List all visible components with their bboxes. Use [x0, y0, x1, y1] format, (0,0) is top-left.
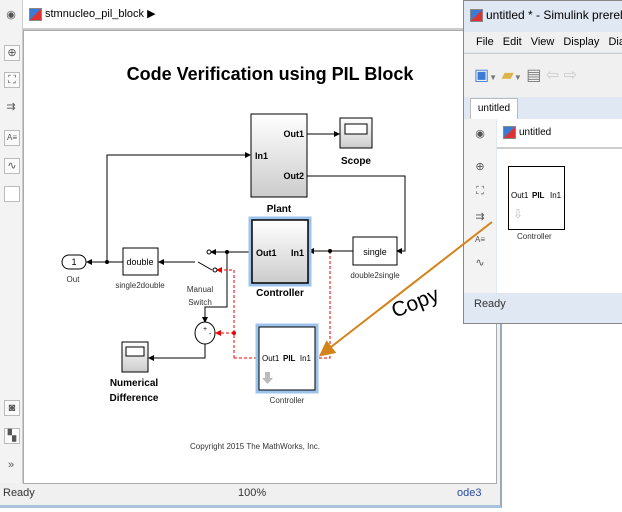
svg-text:Out: Out	[67, 275, 81, 284]
svg-text:+: +	[203, 326, 207, 333]
pil-label: PIL	[532, 191, 545, 200]
back-icon[interactable]: ⇦	[545, 67, 560, 84]
svg-text:In1: In1	[291, 248, 304, 258]
single2double-block[interactable]: double single2double	[115, 247, 165, 290]
breadcrumb[interactable]: stmnucleo_pil_block ▶	[23, 0, 500, 30]
left-toolbar-2: ◉ ⊕ ⛶ ⇉ A≡ ∿	[464, 119, 496, 293]
manual-switch-block[interactable]: Manual Switch	[187, 285, 213, 307]
zoom-icon[interactable]: ⊕	[475, 161, 485, 173]
svg-text:Scope: Scope	[341, 156, 371, 167]
controller-block[interactable]: Out1 In1 Controller	[248, 216, 312, 299]
svg-text:Plant: Plant	[267, 204, 292, 215]
route-lines-icon[interactable]: ⇉	[6, 101, 16, 113]
toolbar: ▣▼ ▰▼ ▤ ⇦ ⇨	[464, 53, 622, 97]
title-bar[interactable]: untitled * - Simulink prerelease u	[464, 1, 622, 31]
scope-block[interactable]: Scope	[339, 117, 373, 167]
svg-text:In1: In1	[300, 354, 312, 363]
solver[interactable]: ode3	[457, 487, 482, 499]
diagram-title: Code Verification using PIL Block	[127, 64, 415, 84]
out-port-block[interactable]: 1 Out	[61, 254, 87, 284]
area-icon[interactable]	[4, 186, 20, 202]
chevron-right-icon[interactable]: ▶	[147, 8, 156, 20]
svg-text:single: single	[363, 247, 387, 257]
model-icon	[29, 7, 42, 21]
status-text-2: Ready	[474, 298, 506, 310]
svg-text:Difference: Difference	[110, 393, 159, 404]
svg-text:Controller: Controller	[256, 288, 304, 299]
numerical-difference-scope[interactable]: Numerical Difference	[110, 341, 159, 404]
open-folder-icon[interactable]: ▰	[501, 67, 514, 84]
camera-icon[interactable]: ◙	[4, 400, 20, 416]
svg-text:Numerical: Numerical	[110, 378, 159, 389]
save-icon[interactable]: ▤	[526, 67, 542, 84]
menu-view[interactable]: View	[530, 36, 555, 48]
model-icon	[503, 125, 516, 139]
status-bar: Ready 100% ode3	[0, 484, 500, 502]
simulink-icon	[470, 9, 483, 23]
svg-text:Out2: Out2	[283, 171, 304, 181]
svg-text:single2double: single2double	[115, 281, 165, 290]
plant-block[interactable]: In1 Out1 Out2 Plant	[250, 113, 308, 215]
block-label: Controller	[517, 232, 552, 241]
svg-text:-: -	[209, 331, 212, 338]
annotation-icon[interactable]: A≡	[474, 235, 485, 244]
hide-browser-icon[interactable]: ◉	[475, 128, 485, 140]
copyright: Copyright 2015 The MathWorks, Inc.	[190, 442, 320, 451]
svg-text:In1: In1	[255, 151, 268, 161]
annotation-icon[interactable]: A≡	[4, 130, 20, 146]
breadcrumb-2[interactable]: untitled	[497, 119, 622, 149]
fit-view-icon[interactable]: ⛶	[4, 72, 20, 88]
more-icon[interactable]: »	[7, 459, 15, 471]
svg-text:Out1: Out1	[262, 354, 280, 363]
window-title: untitled * - Simulink prerelease u	[486, 8, 622, 22]
image-icon[interactable]: ∿	[4, 158, 20, 174]
svg-text:Controller: Controller	[270, 396, 305, 405]
zoom-level: 100%	[238, 487, 267, 499]
sum-block[interactable]: +-	[194, 321, 216, 345]
menu-edit[interactable]: Edit	[502, 36, 522, 48]
download-arrow-icon	[262, 372, 273, 384]
svg-text:PIL: PIL	[283, 354, 296, 363]
menu-file[interactable]: File	[476, 36, 494, 48]
left-toolbar: ◉ ⊕ ⛶ ⇉ A≡ ∿ ◙ ▚ »	[0, 0, 23, 483]
second-window[interactable]: untitled * - Simulink prerelease u File E…	[463, 0, 622, 324]
image-icon[interactable]: ∿	[475, 257, 485, 269]
pil-controller-block[interactable]: Out1 PIL In1 Controller	[255, 323, 319, 405]
svg-text:Out1: Out1	[256, 248, 277, 258]
svg-text:double2single: double2single	[350, 271, 400, 280]
port-out1: Out1	[511, 191, 529, 200]
svg-text:Switch: Switch	[188, 298, 212, 307]
hide-browser-icon[interactable]: ◉	[6, 9, 16, 21]
fit-view-icon[interactable]: ⛶	[476, 185, 484, 197]
zoom-icon[interactable]: ⊕	[4, 45, 20, 61]
port-in1: In1	[550, 191, 562, 200]
svg-text:double: double	[126, 257, 153, 267]
canvas-2[interactable]: Out1 PIL In1 ⇩ Controller	[497, 149, 622, 293]
model-browser-icon[interactable]: ▚	[4, 428, 20, 444]
forward-icon[interactable]: ⇨	[563, 67, 578, 84]
download-arrow-icon: ⇩	[513, 207, 524, 221]
route-lines-icon[interactable]: ⇉	[475, 211, 485, 223]
breadcrumb-model: stmnucleo_pil_block	[45, 8, 145, 20]
breadcrumb-model: untitled	[519, 127, 552, 138]
tab-untitled[interactable]: untitled	[470, 98, 518, 119]
status-text: Ready	[3, 487, 35, 499]
new-model-icon[interactable]: ▣	[474, 67, 490, 84]
pasted-pil-block[interactable]: Out1 PIL In1 ⇩	[508, 166, 565, 230]
menu-bar: File Edit View Display Diag	[464, 32, 622, 52]
svg-text:Manual: Manual	[187, 285, 213, 294]
menu-display[interactable]: Display	[563, 36, 600, 48]
double2single-block[interactable]: single double2single	[350, 236, 400, 280]
svg-text:1: 1	[71, 257, 76, 267]
menu-diagram[interactable]: Diag	[608, 36, 622, 48]
svg-text:Out1: Out1	[283, 129, 304, 139]
